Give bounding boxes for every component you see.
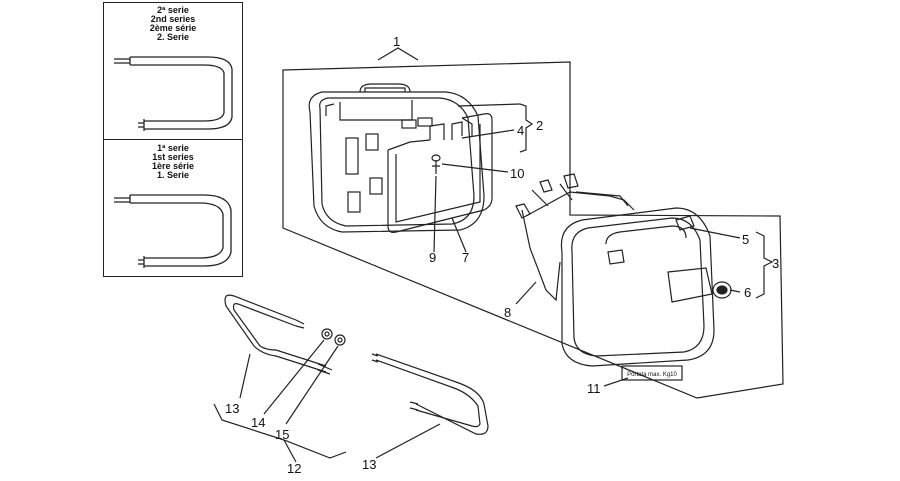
leader-4 [461,129,515,139]
callout-5: 5 [742,232,749,247]
inset-1st-series-labels: 1ª serie 1st series 1ère série 1. Serie [104,144,242,180]
leader-13-left [239,353,251,399]
leader-2 [457,103,521,107]
group-12-tick [283,439,297,463]
callout-13-left: 13 [225,401,239,416]
inset-1st-series: 1ª serie 1st series 1ère série 1. Serie [103,139,243,277]
callout-8: 8 [504,305,511,320]
leader-9 [433,175,437,253]
leader-8 [515,281,537,305]
inset-2nd-series-labels: 2ª serie 2nd series 2ème série 2. Serie [104,6,242,42]
leader-7 [451,217,467,253]
label-plate-text: Portata max. Kg10 [627,372,677,378]
bracket-2 [519,103,534,153]
right-pannier [560,207,715,367]
callout-1: 1 [393,34,400,49]
assembly-outline [282,61,784,399]
bar-2nd-series-drawing [114,56,233,131]
callout-14: 14 [251,415,265,430]
washer-10 [431,154,441,162]
bar-1st-series-drawing [114,194,232,268]
series-label-fr: 2ème série [149,23,197,33]
group-1-bracket [377,47,419,61]
leader-10 [441,163,509,173]
leader-15 [285,345,339,425]
callout-15: 15 [275,427,289,442]
callout-3: 3 [772,256,779,271]
callout-2: 2 [536,118,543,133]
callout-7: 7 [462,250,469,265]
series-label-de: 1. Serie [156,170,190,180]
leader-14 [263,339,325,415]
series-label-en: 1st series [152,152,194,162]
series-label-en: 2nd series [150,14,196,24]
bar-13-right [371,353,489,435]
nuts-14-15 [321,328,346,346]
callout-9: 9 [429,250,436,265]
leader-6 [729,289,741,293]
bracket-3 [755,231,774,299]
callout-10: 10 [510,166,524,181]
callout-11: 11 [587,381,601,396]
series-label-fr: 1ère série [151,161,195,171]
leader-5 [689,227,741,239]
callout-13-right: 13 [362,457,376,472]
left-pannier [308,83,485,233]
leader-13-right [375,423,441,459]
cap-6-center [716,285,728,295]
left-frame-7 [387,113,493,233]
right-frame-8 [515,173,635,302]
callout-4: 4 [517,123,524,138]
label-plate-11 [621,365,683,381]
leader-11 [603,377,629,387]
series-label-it: 2ª serie [157,5,189,15]
series-label-it: 1ª serie [157,143,189,153]
bar-13-left [224,294,333,375]
series-label-de: 2. Serie [156,32,190,42]
callout-12: 12 [287,461,301,476]
inset-2nd-series: 2ª serie 2nd series 2ème série 2. Serie [103,2,243,140]
callout-6: 6 [744,285,751,300]
bolt-9 [432,160,440,174]
